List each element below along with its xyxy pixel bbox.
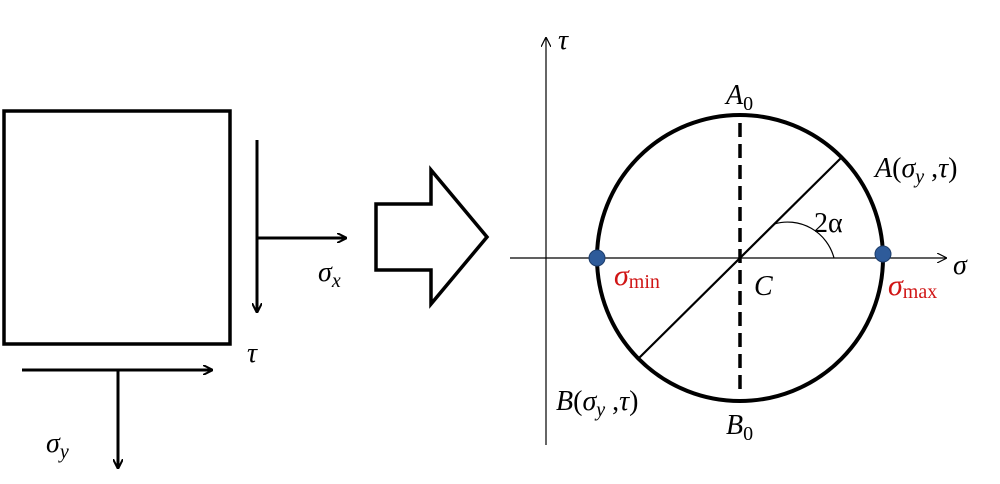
sigma-y-label: σy [46, 428, 69, 463]
sigma-axis-label: σ [953, 250, 968, 281]
sigma-max-point [874, 245, 892, 263]
tau-axis-label: τ [558, 25, 569, 56]
B0-label: B0 [726, 410, 753, 445]
center-label: C [754, 271, 773, 302]
sigma-min-point [588, 249, 606, 267]
sigma-max-label: σmax [888, 269, 937, 303]
point-A-label: A(σy ,τ) [873, 153, 958, 188]
angle-label: 2α [814, 208, 843, 239]
sigma-min-label: σmin [614, 259, 660, 293]
rotated-diameter [638, 157, 842, 359]
sigma-x-label: σx [318, 257, 341, 292]
tau-element-label: τ [247, 338, 258, 369]
A0-label: A0 [724, 80, 753, 115]
stress-element-square [2, 109, 232, 346]
transform-block-arrow [374, 165, 490, 309]
point-B-label: B(σy ,τ) [556, 386, 639, 421]
angle-arc [773, 221, 835, 259]
